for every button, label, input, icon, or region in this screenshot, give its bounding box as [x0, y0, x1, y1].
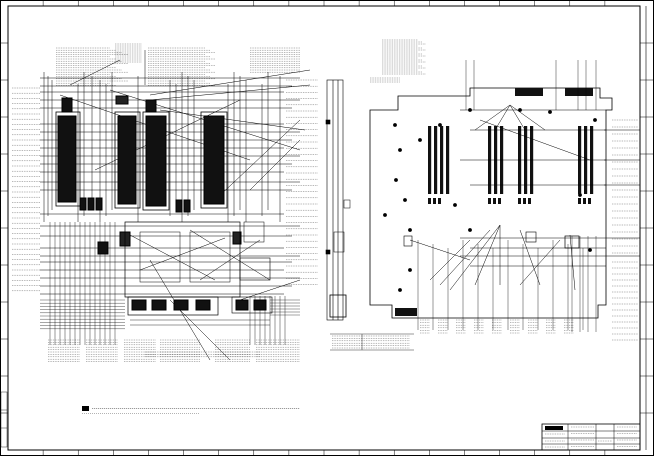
connector-block	[203, 115, 225, 205]
small-connector	[403, 235, 413, 247]
connector-housing	[200, 111, 228, 209]
board-outline	[369, 87, 613, 319]
harness-horizontal-lines	[40, 77, 300, 329]
connector-housing	[114, 111, 141, 209]
edge-connector-bottom	[395, 308, 417, 316]
bottom-connector	[195, 299, 211, 311]
mounting-holes	[383, 108, 597, 292]
left-assembly-view	[12, 43, 318, 362]
note-block	[330, 39, 426, 351]
edge-connector-top	[565, 88, 593, 96]
harness-vertical-lines	[43, 72, 286, 345]
component-slots	[428, 126, 594, 204]
bottom-connector	[253, 299, 267, 311]
side-panel	[239, 257, 271, 281]
bottom-connector	[173, 299, 189, 311]
side-view-rail	[325, 79, 351, 321]
side-panel	[243, 221, 265, 243]
bottom-connector	[235, 299, 249, 311]
small-connector	[564, 235, 580, 249]
lower-panel-inner	[139, 231, 181, 283]
bottom-connector-strip	[231, 296, 273, 314]
small-connector	[145, 99, 157, 113]
board-drop-lines	[417, 60, 638, 341]
right-board-view	[369, 60, 640, 341]
small-connector	[525, 231, 537, 243]
lower-panel-inner	[189, 231, 231, 283]
sheet-inner-border	[7, 5, 641, 451]
bottom-connector-strip	[127, 296, 219, 316]
bottom-connector	[131, 299, 147, 311]
connector-block	[117, 115, 137, 205]
legend-note	[82, 406, 300, 414]
small-connector	[175, 199, 183, 213]
small-connector	[95, 197, 103, 211]
small-connector	[87, 197, 95, 211]
title-block	[541, 423, 641, 451]
bottom-connector	[151, 299, 167, 311]
small-connector	[183, 199, 191, 213]
small-connector	[232, 231, 242, 245]
small-connector	[61, 97, 73, 113]
company-logo	[545, 426, 563, 430]
small-connector	[79, 197, 87, 211]
top-label-block	[12, 43, 318, 291]
connector-block	[57, 115, 77, 203]
small-connector	[115, 95, 129, 105]
board-leader-lines	[409, 104, 591, 291]
revision-strip	[0, 391, 8, 448]
small-connector	[97, 241, 109, 255]
connector-block	[145, 115, 167, 207]
edge-connector-top	[515, 88, 543, 96]
board-harness-lines	[460, 109, 640, 267]
bottom-label-block	[48, 339, 300, 362]
